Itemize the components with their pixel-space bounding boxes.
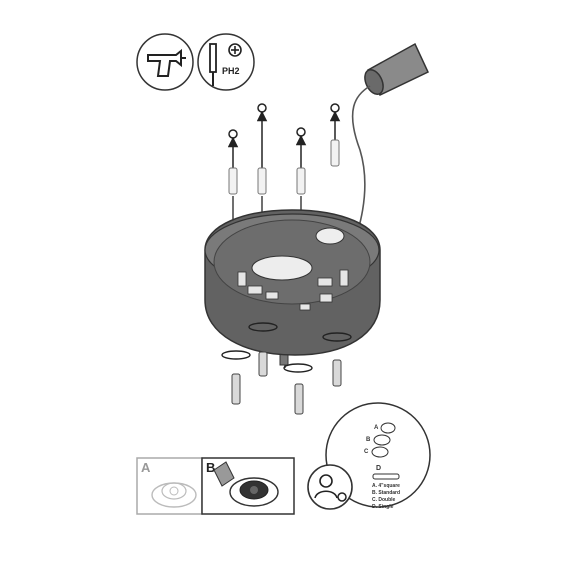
conduit (364, 42, 429, 97)
drill-icon (136, 33, 194, 91)
anchor-arrows (227, 103, 341, 178)
box-type-c: C. Double (372, 497, 396, 503)
box-type-header: D (376, 465, 381, 472)
installer-settings-icon (307, 464, 353, 510)
mounting-box (204, 209, 381, 356)
box-type-d: D. Single (372, 504, 394, 510)
box-type-mark-a: A (374, 425, 379, 431)
option-a-label: A (141, 460, 151, 475)
wall-anchors (228, 139, 340, 195)
screwdriver-icon: PH2 (197, 33, 255, 91)
screwdriver-size-label: PH2 (222, 66, 240, 76)
option-b-panel: B (201, 457, 295, 515)
rotation-indicators (221, 322, 352, 373)
box-type-a: A. 4"square (372, 483, 400, 489)
option-a-panel: A (136, 457, 203, 515)
box-type-b: B. Standard (372, 490, 400, 496)
box-type-callout: A B C D A. 4"square B. Standard C. Doubl… (325, 402, 431, 510)
screws (231, 351, 342, 415)
anchor-guide-lines (232, 196, 302, 222)
box-type-mark-c: C (364, 449, 369, 455)
option-b-label: B (206, 460, 215, 475)
box-type-mark-b: B (366, 437, 371, 443)
